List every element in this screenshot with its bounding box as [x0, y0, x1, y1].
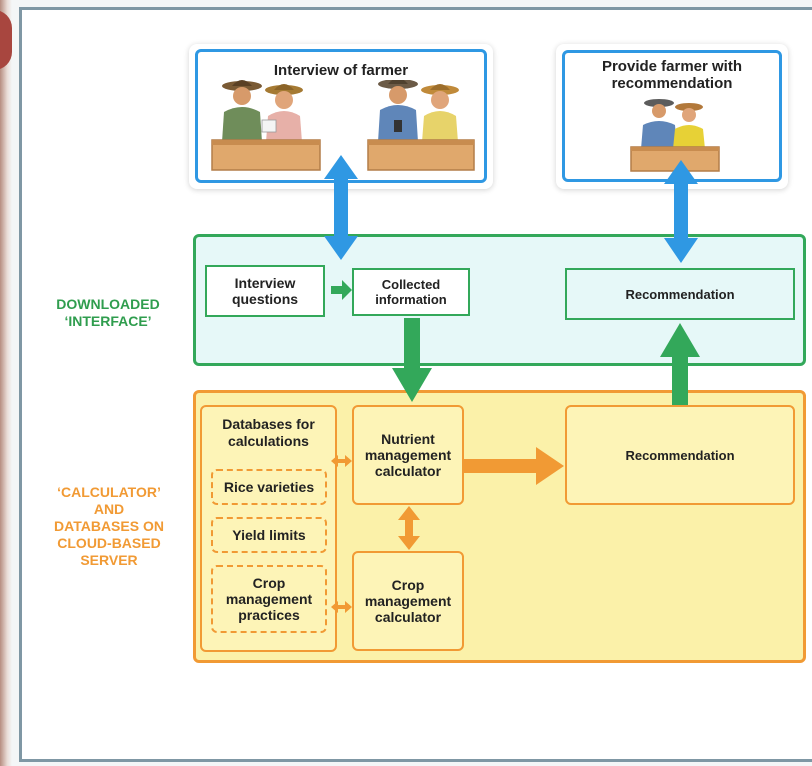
collected-information-box: Collected information	[352, 268, 470, 316]
farmers-interview-illustration	[211, 80, 475, 171]
interview-questions-box: Interview questions	[205, 265, 325, 317]
server-label-line: CLOUD-BASED	[57, 535, 161, 551]
nutrient-calculator-box: Nutrient management calculator	[352, 405, 464, 505]
server-label-line: SERVER	[80, 552, 138, 568]
server-side-label: ‘CALCULATOR’ AND DATABASES ON CLOUD-BASE…	[34, 484, 184, 569]
yield-limits-box: Yield limits	[211, 517, 327, 553]
interview-title: Interview of farmer	[273, 61, 409, 79]
server-label-line: ‘CALCULATOR’	[57, 484, 161, 500]
crop-calculator-label: Crop management calculator	[364, 577, 452, 625]
interview-questions-label: Interview questions	[231, 275, 299, 307]
server-recommendation-box: Recommendation	[565, 405, 795, 505]
interface-recommendation-label: Recommendation	[625, 286, 735, 302]
crop-practices-box: Crop management practices	[211, 565, 327, 633]
nutrient-calculator-label: Nutrient management calculator	[364, 431, 452, 479]
databases-panel: Databases for calculations Rice varietie…	[200, 405, 337, 652]
server-label-line: AND	[93, 501, 125, 517]
interview-card: Interview of farmer	[189, 44, 493, 189]
crop-practices-label: Crop management practices	[225, 575, 313, 623]
interface-recommendation-box: Recommendation	[565, 268, 795, 320]
recommendation-card: Provide farmer with recommendation	[556, 44, 788, 189]
server-recommendation-label: Recommendation	[625, 447, 735, 463]
interface-label-line: DOWNLOADED	[56, 296, 160, 312]
server-label-line: DATABASES ON	[54, 518, 164, 534]
farmers-recommendation-illustration	[630, 99, 720, 172]
collected-information-label: Collected information	[375, 277, 447, 307]
databases-title: Databases for calculations	[222, 416, 315, 449]
yield-limits-label: Yield limits	[232, 527, 306, 543]
crop-calculator-box: Crop management calculator	[352, 551, 464, 651]
interface-side-label: DOWNLOADED ‘INTERFACE’	[32, 296, 184, 330]
background-photo-edge	[0, 0, 12, 766]
interface-label-line: ‘INTERFACE’	[64, 313, 152, 329]
rice-varieties-box: Rice varieties	[211, 469, 327, 505]
recommend-title: Provide farmer with recommendation	[601, 58, 743, 92]
rice-varieties-label: Rice varieties	[223, 479, 315, 495]
